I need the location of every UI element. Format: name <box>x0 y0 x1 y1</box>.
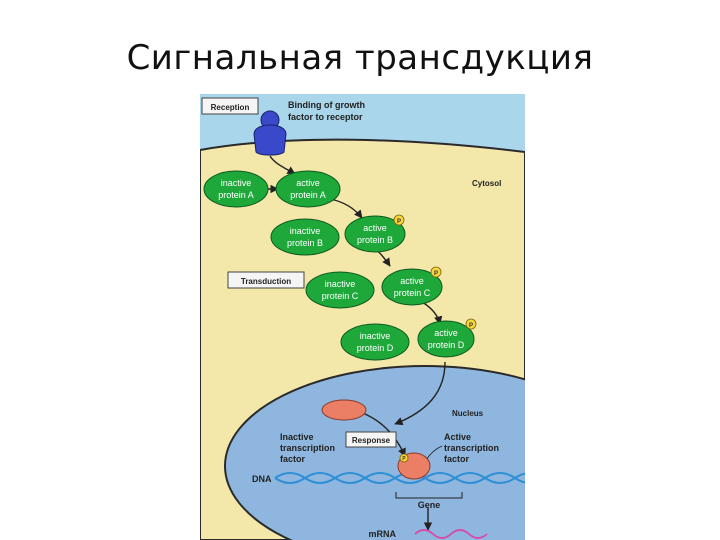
protein-inactive-A: inactive protein A <box>204 171 268 207</box>
nucleus-label: Nucleus <box>452 409 484 418</box>
active-tf-label-line1: Active <box>444 432 471 442</box>
cytosol-label: Cytosol <box>472 179 501 188</box>
svg-text:P: P <box>434 271 438 277</box>
phosphate-icon-B: P <box>394 215 404 225</box>
active-transcription-factor-icon: P <box>398 453 430 479</box>
binding-label-line2: factor to receptor <box>288 112 363 122</box>
dna-label: DNA <box>252 474 272 484</box>
svg-text:active: active <box>434 328 458 338</box>
signal-transduction-figure: Reception Binding of growth factor to re… <box>200 94 525 540</box>
protein-inactive-B: inactive protein B <box>271 219 339 255</box>
svg-text:protein C: protein C <box>394 288 431 298</box>
svg-text:inactive: inactive <box>325 279 356 289</box>
protein-active-A: active protein A <box>276 171 340 207</box>
phosphate-icon-C: P <box>431 267 441 277</box>
reception-label: Reception <box>211 103 250 112</box>
binding-label-line1: Binding of growth <box>288 100 365 110</box>
mrna-label: mRNA <box>368 529 396 539</box>
svg-text:protein C: protein C <box>322 291 359 301</box>
svg-text:protein D: protein D <box>357 343 394 353</box>
svg-text:protein B: protein B <box>287 238 323 248</box>
gene-label: Gene <box>418 500 441 510</box>
inactive-tf-label-line2: transcription <box>280 443 335 453</box>
transduction-label: Transduction <box>241 277 291 286</box>
svg-text:protein A: protein A <box>290 190 326 200</box>
protein-inactive-C: inactive protein C <box>306 272 374 308</box>
svg-text:protein A: protein A <box>218 190 254 200</box>
protein-active-D: active protein D <box>418 321 474 357</box>
inactive-transcription-factor-icon <box>322 400 366 420</box>
svg-text:inactive: inactive <box>221 178 252 188</box>
response-label: Response <box>352 436 391 445</box>
svg-text:active: active <box>363 223 387 233</box>
inactive-tf-label-line3: factor <box>280 454 306 464</box>
slide-title: Сигнальная трансдукция <box>0 38 720 78</box>
active-tf-label-line3: factor <box>444 454 470 464</box>
svg-text:protein B: protein B <box>357 235 393 245</box>
svg-text:active: active <box>296 178 320 188</box>
protein-inactive-D: inactive protein D <box>341 324 409 360</box>
svg-text:P: P <box>397 219 401 225</box>
svg-text:active: active <box>400 276 424 286</box>
active-tf-label-line2: transcription <box>444 443 499 453</box>
diagram-svg: Reception Binding of growth factor to re… <box>200 94 525 540</box>
svg-text:inactive: inactive <box>290 226 321 236</box>
phosphate-icon-D: P <box>466 319 476 329</box>
svg-text:protein D: protein D <box>428 340 465 350</box>
svg-text:inactive: inactive <box>360 331 391 341</box>
inactive-tf-label-line1: Inactive <box>280 432 314 442</box>
svg-text:P: P <box>469 323 473 329</box>
